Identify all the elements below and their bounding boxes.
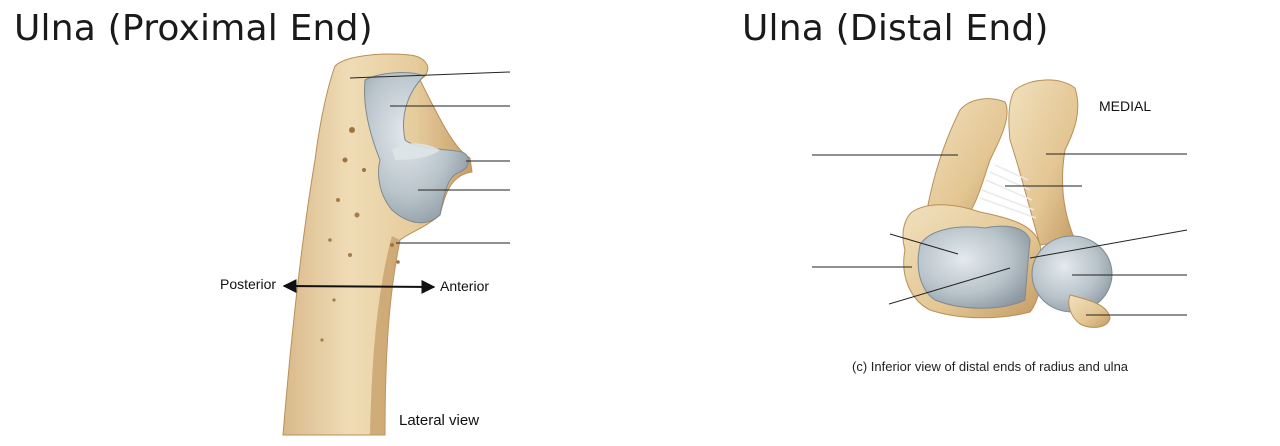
leader-line-1 (349, 71, 511, 79)
distal-leader-lines (812, 153, 1188, 316)
leader-line-13 (888, 267, 1011, 305)
posterior-label: Posterior (220, 276, 277, 292)
double-headed-arrow-icon (282, 279, 436, 294)
distal-title: Ulna (Distal End) (742, 8, 1049, 49)
medial-label: MEDIAL (1099, 98, 1152, 114)
distal-caption: (c) Inferior view of distal ends of radi… (852, 359, 1129, 374)
anterior-label: Anterior (440, 278, 490, 294)
proximal-leader-lines (349, 71, 511, 244)
interosseous-membrane (979, 164, 1037, 219)
lateral-view-label: Lateral view (399, 412, 480, 429)
proximal-ulna-bone (282, 53, 473, 436)
leader-line-9 (889, 233, 959, 255)
leader-line-10 (1029, 229, 1188, 259)
proximal-title: Ulna (Proximal End) (14, 8, 373, 49)
